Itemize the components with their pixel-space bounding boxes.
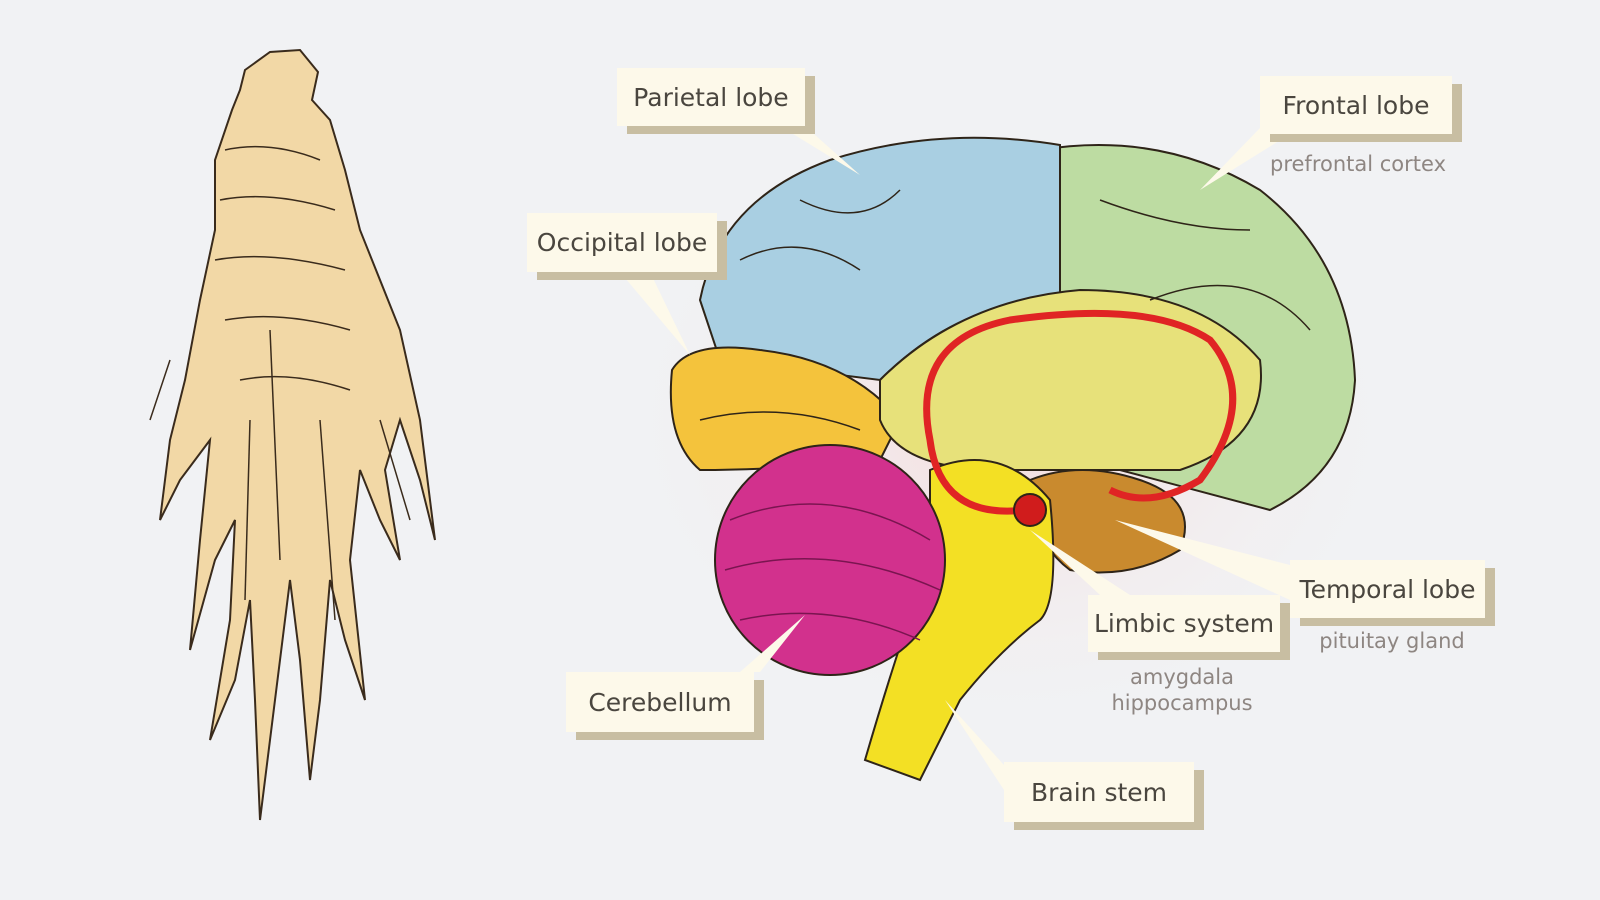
label-cerebellum: Cerebellum <box>566 672 754 732</box>
label-hippocampus: hippocampus <box>1111 691 1253 715</box>
label-limbic-system: Limbic system <box>1088 595 1280 652</box>
label-occipital-lobe: Occipital lobe <box>527 213 717 272</box>
label-pituitary-gland: pituitay gland <box>1319 629 1465 653</box>
ginseng-root-illustration <box>149 48 436 821</box>
label-parietal-lobe: Parietal lobe <box>617 68 805 126</box>
label-temporal-lobe: Temporal lobe <box>1290 560 1485 618</box>
label-pointers <box>620 126 1290 790</box>
label-amygdala: amygdala <box>1130 665 1234 689</box>
brain-illustration <box>669 136 1357 782</box>
limbic-system-line <box>923 309 1237 515</box>
label-brain-stem: Brain stem <box>1004 762 1194 822</box>
label-prefrontal-cortex: prefrontal cortex <box>1270 152 1446 176</box>
brain-stem-region <box>863 459 1055 782</box>
label-frontal-lobe: Frontal lobe <box>1260 76 1452 134</box>
